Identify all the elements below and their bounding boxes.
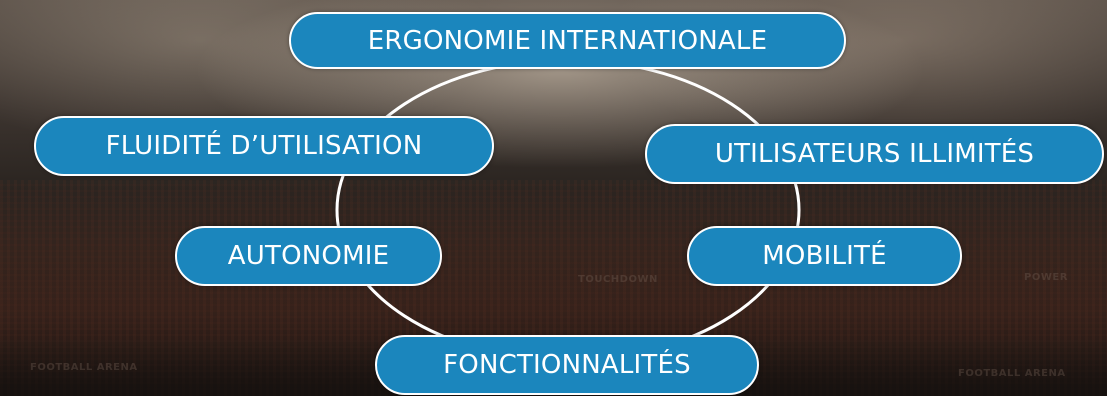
stadium-sign-football-arena-left: FOOTBALL ARENA (30, 362, 138, 373)
pill-autonomie: AUTONOMIE (175, 226, 442, 286)
stadium-sign-football-arena-right: FOOTBALL ARENA (958, 368, 1066, 379)
pill-mobilite: MOBILITÉ (687, 226, 962, 286)
pill-fonctionnalites: FONCTIONNALITÉS (375, 335, 759, 395)
pill-utilisateurs-illimites: UTILISATEURS ILLIMITÉS (645, 124, 1104, 184)
pill-fluidite-utilisation: FLUIDITÉ D’UTILISATION (34, 116, 494, 176)
pill-ergonomie-internationale: ERGONOMIE INTERNATIONALE (289, 12, 846, 69)
stadium-sign-power: POWER (1024, 272, 1068, 283)
stadium-sign-touchdown: TOUCHDOWN (578, 274, 658, 285)
connector-ring-ellipse (335, 58, 801, 362)
